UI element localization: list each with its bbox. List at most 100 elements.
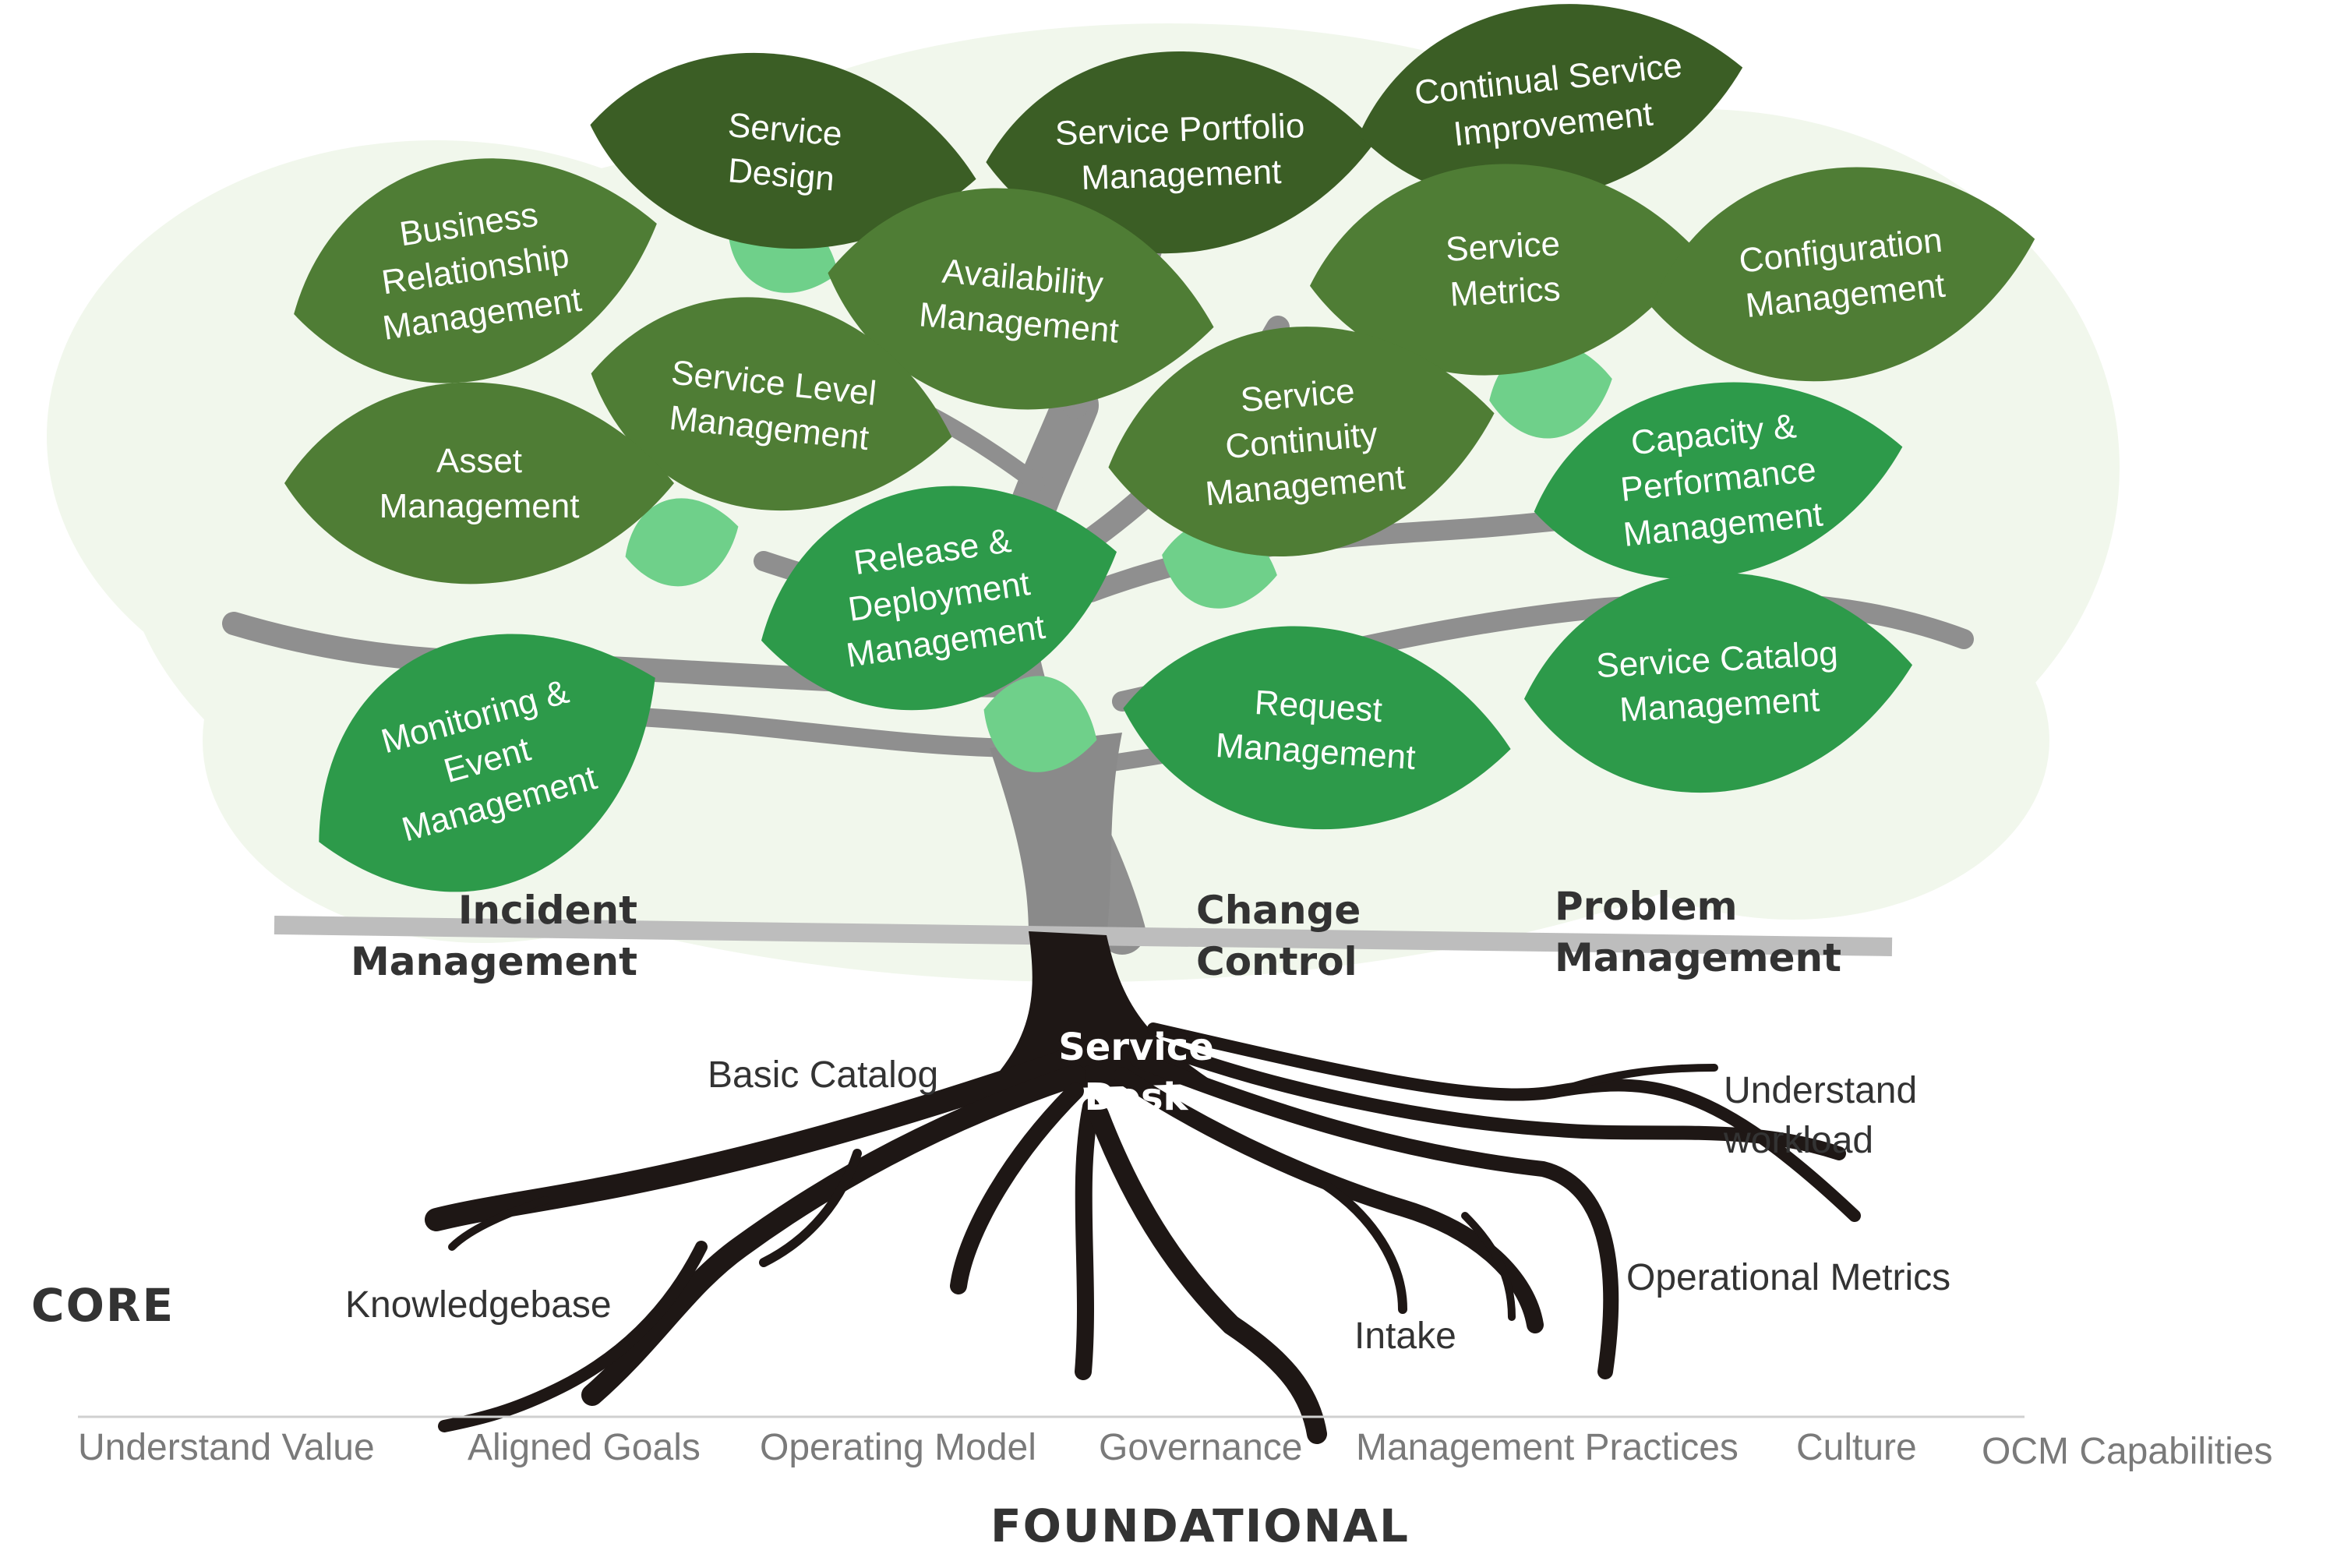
leaf-label: ServiceMetrics xyxy=(1445,224,1563,314)
leaf-label-line: Asset xyxy=(436,442,522,480)
leaf-label: ServiceDesign xyxy=(722,106,843,199)
leaf-shape xyxy=(590,52,976,249)
core-process-line: Problem xyxy=(1555,884,1738,929)
root xyxy=(581,1065,1086,1406)
branch xyxy=(630,708,1038,758)
leaf-shape xyxy=(828,188,1214,410)
root xyxy=(950,1082,1084,1294)
leaf-service-design: ServiceDesign xyxy=(590,52,976,249)
leaf-service-metrics: ServiceMetrics xyxy=(1309,164,1699,376)
root-label-line: Basic Catalog xyxy=(708,1054,938,1096)
foundational-label: FOUNDATIONAL xyxy=(990,1499,1410,1552)
foundational-item: OCM Capabilities xyxy=(1982,1431,2272,1472)
leaf-configuration-management: ConfigurationManagement xyxy=(1650,167,2035,382)
root-label-understand-workload: Understand workload xyxy=(1723,1070,1917,1161)
leaf-label: Service PortfolioManagement xyxy=(1054,107,1307,198)
root xyxy=(1320,1180,1407,1314)
leaf-label-line: Service xyxy=(726,106,843,154)
leaf-service-portfolio-management: Service PortfolioManagement xyxy=(986,51,1375,254)
leaf-shape xyxy=(1523,572,1913,793)
root xyxy=(1130,1052,1619,1379)
leaf-service-continuity-management: ServiceContinuityManagement xyxy=(1108,327,1495,556)
leaf-service-level-management: Service LevelManagement xyxy=(591,297,952,511)
leaf-shape xyxy=(591,297,952,511)
foundational-item: Operating Model xyxy=(760,1427,1036,1468)
leaf-shape xyxy=(1650,167,2035,382)
core-process-line: Incident xyxy=(458,888,637,933)
core-process-line: Management xyxy=(351,939,637,984)
root-label-operational-metrics: Operational Metrics xyxy=(1626,1257,1950,1298)
leaf-shape xyxy=(1309,164,1699,376)
root-labels: Basic Catalog Understand workloadKnowledge… xyxy=(345,1054,1950,1357)
leaf-label: Capacity &PerformanceManagement xyxy=(1612,405,1825,554)
leaf-shape xyxy=(1123,626,1511,830)
leaf-request-management: RequestManagement xyxy=(1123,626,1511,830)
leaf-shape xyxy=(761,486,1117,711)
root-label-knowledgebase: Knowledgebase xyxy=(345,1284,612,1326)
leaf-monitoring-event-management: Monitoring &EventManagement xyxy=(319,634,655,892)
leaf-label-line: Service Portfolio xyxy=(1054,107,1305,153)
service-desk-line: Desk xyxy=(1085,1075,1189,1119)
root-label-line: Operational Metrics xyxy=(1626,1257,1950,1298)
root xyxy=(1075,1098,1100,1380)
leaf-label-line: Service xyxy=(1445,224,1561,269)
leaf-shape xyxy=(986,51,1375,254)
small-leaf xyxy=(625,498,739,587)
leaf-label-line: Management xyxy=(1081,153,1282,197)
leaf-business-relationship-management: BusinessRelationshipManagement xyxy=(294,158,657,383)
root-label-intake: Intake xyxy=(1354,1315,1456,1357)
leaf-shape xyxy=(1108,327,1495,556)
leaf-capacity-performance-management: Capacity &PerformanceManagement xyxy=(1534,382,1903,580)
leaf-label-line: Management xyxy=(379,487,580,525)
root xyxy=(448,1196,549,1251)
small-leaf xyxy=(983,676,1097,772)
leaf-service-catalog-management: Service CatalogManagement xyxy=(1523,572,1913,793)
foundational-items: Understand Value Aligned Goals Operating M… xyxy=(78,1427,2272,1472)
leaf-availability-management: AvailabilityManagement xyxy=(828,188,1214,410)
foundational-item: Culture xyxy=(1796,1427,1917,1468)
root-label-line: Intake xyxy=(1354,1315,1456,1357)
leaf-shape xyxy=(1358,4,1743,202)
tree-roots xyxy=(425,931,1861,1444)
leaf-label: Release &DeploymentManagement xyxy=(831,518,1047,675)
trunk xyxy=(990,733,1122,935)
leaf-label-line: Service xyxy=(1239,372,1356,419)
root xyxy=(1089,1104,1327,1444)
leaf-shape xyxy=(1534,382,1903,580)
leaf-release-deployment-management: Release &DeploymentManagement xyxy=(761,486,1117,711)
root xyxy=(425,1040,1103,1231)
leaf-shape xyxy=(294,158,657,383)
root-label-line: Knowledgebase xyxy=(345,1284,612,1326)
root xyxy=(1114,1067,1544,1333)
leaf-shape xyxy=(284,382,674,584)
root-label-line: workload xyxy=(1723,1120,1873,1161)
root xyxy=(1146,1037,1846,1160)
service-desk-line: Service xyxy=(1058,1026,1214,1069)
root-label-basic-catalog: Basic Catalog xyxy=(708,1054,938,1096)
foundational-item: Governance xyxy=(1099,1427,1303,1468)
root xyxy=(759,1149,862,1267)
core-process-line: Control xyxy=(1196,939,1357,984)
leaf-label-line: Metrics xyxy=(1449,270,1561,313)
root xyxy=(1461,1212,1516,1321)
core-process-line: Change xyxy=(1196,888,1361,933)
core-process-line: Management xyxy=(1555,935,1841,980)
foundational-item: Understand Value xyxy=(78,1427,375,1468)
foundational-item: Aligned Goals xyxy=(468,1427,701,1468)
root xyxy=(1555,1064,1718,1095)
leaf-label-line: Design xyxy=(726,151,836,198)
leaf-continual-service-improvement: Continual ServiceImprovement xyxy=(1358,4,1743,202)
root-label-line: Understand xyxy=(1724,1070,1917,1111)
leaf-label-line: Request xyxy=(1253,683,1383,729)
core-label: CORE xyxy=(31,1279,175,1332)
foundational-item: Management Practices xyxy=(1356,1427,1739,1468)
